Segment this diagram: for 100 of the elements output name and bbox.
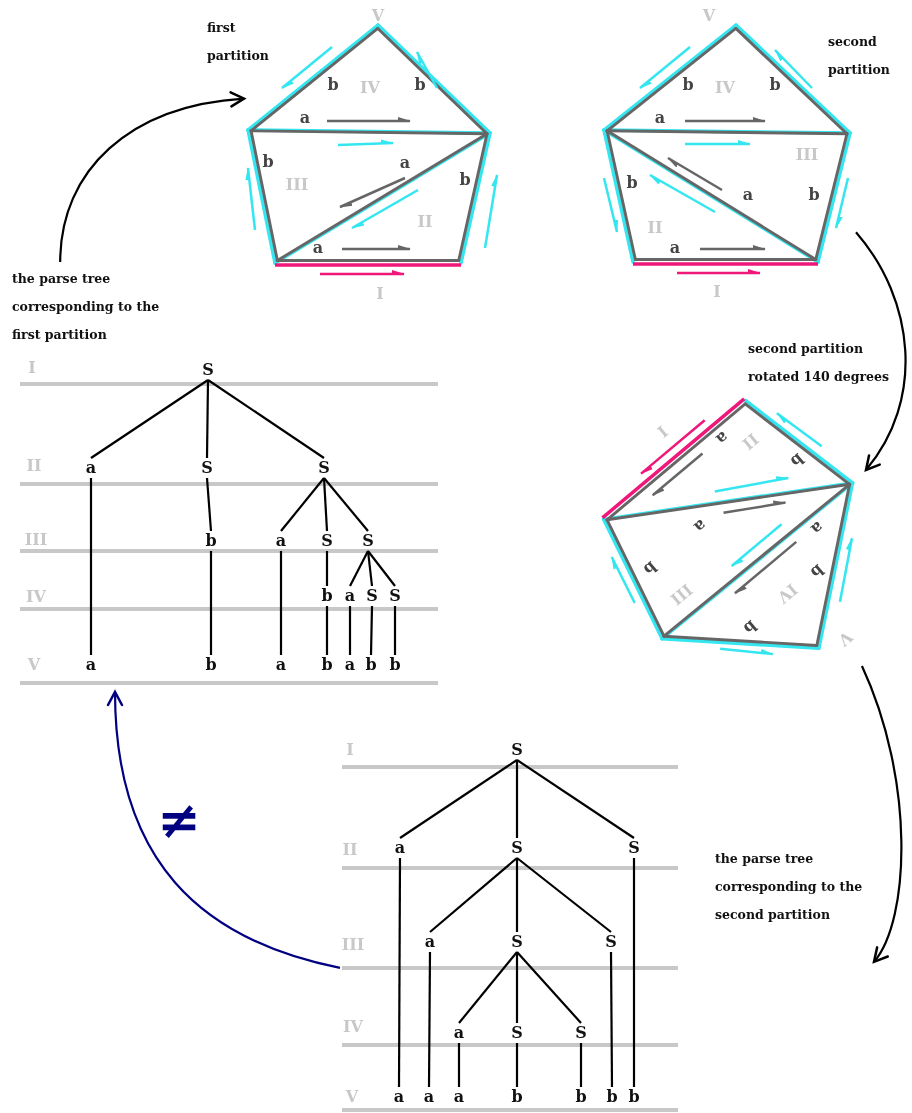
tree-branch-line bbox=[399, 759, 518, 839]
side-letter: b bbox=[682, 76, 694, 94]
side-letter: b bbox=[769, 76, 781, 94]
tree-symbol: S bbox=[389, 587, 401, 605]
side-letter: b bbox=[740, 616, 761, 638]
tree-branch-line bbox=[205, 380, 210, 458]
tree-branch-line bbox=[209, 551, 213, 655]
caption-text: second partition rotated 140 degrees bbox=[748, 340, 891, 386]
tree-branch-line bbox=[516, 857, 612, 933]
tree-symbol: b bbox=[205, 656, 217, 674]
caption-text: first partition bbox=[207, 19, 270, 65]
side-letter: a bbox=[742, 186, 754, 204]
tree-branch-line bbox=[348, 606, 352, 655]
tree-branch-line bbox=[325, 551, 329, 586]
tree-branch-line bbox=[369, 605, 374, 656]
tree-branch-line bbox=[90, 379, 209, 459]
side-letter: a bbox=[312, 239, 324, 257]
side-letter: b bbox=[414, 76, 426, 94]
tree-symbol: b bbox=[575, 1088, 587, 1106]
tree-branch-line bbox=[515, 952, 519, 1023]
side-letter: a bbox=[807, 517, 828, 539]
tree-symbol: S bbox=[201, 459, 213, 477]
tree-branch-line bbox=[427, 952, 432, 1087]
tree-symbol: S bbox=[366, 587, 378, 605]
tree-symbol: S bbox=[362, 532, 374, 550]
tree-symbol: S bbox=[318, 459, 330, 477]
tree-symbol: a bbox=[275, 532, 287, 550]
tree-symbol: b bbox=[389, 656, 401, 674]
side-letter: b bbox=[786, 449, 808, 471]
tree-branch-line bbox=[515, 760, 519, 838]
side-letter: a bbox=[654, 109, 666, 127]
tree-symbol: S bbox=[511, 933, 523, 951]
tree-symbol: a bbox=[393, 1088, 405, 1106]
curved-arrow bbox=[107, 690, 341, 969]
tree-branch-line bbox=[516, 951, 582, 1024]
side-letter: a bbox=[690, 515, 711, 536]
tree-branch-line bbox=[205, 477, 213, 532]
tree-symbol: b bbox=[205, 532, 217, 550]
tree-symbol: b bbox=[511, 1088, 523, 1106]
tree-branch-line bbox=[323, 477, 369, 532]
tree-branch-line bbox=[367, 550, 396, 587]
tree-symbol: b bbox=[628, 1088, 640, 1106]
tree-branch-line bbox=[349, 550, 369, 587]
tree-branch-line bbox=[393, 606, 397, 655]
tree-symbol: a bbox=[453, 1088, 465, 1106]
side-letter: a bbox=[669, 239, 681, 257]
side-letter: b bbox=[808, 186, 820, 204]
tree-symbol: S bbox=[628, 839, 640, 857]
tree-branch-line bbox=[515, 858, 519, 932]
side-letter: b bbox=[327, 76, 339, 94]
tree-branch-line bbox=[207, 379, 325, 459]
tree-symbol: S bbox=[605, 933, 617, 951]
side-letter: b bbox=[639, 557, 660, 579]
tree-symbol: a bbox=[453, 1024, 465, 1042]
tree-symbol: S bbox=[321, 532, 333, 550]
tree-branch-line bbox=[322, 477, 329, 532]
side-letter: b bbox=[807, 560, 828, 582]
tree-symbol: a bbox=[424, 933, 436, 951]
caption-text: the parse tree corresponding to the first partition bbox=[12, 270, 161, 344]
side-letter: a bbox=[712, 427, 732, 449]
tree-branch-line bbox=[89, 478, 93, 655]
tree-symbol: S bbox=[511, 839, 523, 857]
tree-branch-line bbox=[609, 952, 614, 1087]
tree-symbol: S bbox=[575, 1024, 587, 1042]
tree-branch-line bbox=[579, 1043, 583, 1087]
tree-branch-line bbox=[280, 477, 325, 532]
tree-branch-line bbox=[325, 606, 329, 655]
tree-symbol: a bbox=[394, 839, 406, 857]
caption-text: the parse tree corresponding to the second partition bbox=[715, 850, 864, 924]
side-letter: b bbox=[262, 153, 274, 171]
caption-text: second partition bbox=[828, 33, 891, 79]
curved-arrow bbox=[59, 91, 246, 263]
tree-symbol: a bbox=[344, 656, 356, 674]
tree-symbol: a bbox=[85, 656, 97, 674]
tree-branch-line bbox=[279, 551, 283, 655]
tree-symbol: S bbox=[511, 741, 523, 759]
curved-arrow bbox=[860, 665, 903, 964]
tree-branch-line bbox=[366, 550, 374, 587]
tree-symbol: S bbox=[511, 1024, 523, 1042]
tree-symbol: a bbox=[275, 656, 287, 674]
tree-symbol: a bbox=[423, 1088, 435, 1106]
tree-symbol: a bbox=[85, 459, 97, 477]
tree-branch-line bbox=[397, 858, 402, 1087]
side-letter: a bbox=[399, 154, 411, 172]
side-letter: a bbox=[299, 109, 311, 127]
tree-symbol: S bbox=[202, 361, 214, 379]
tree-branch-line bbox=[458, 951, 518, 1024]
tree-symbol: b bbox=[365, 656, 377, 674]
tree-branch-line bbox=[516, 759, 635, 839]
tree-branch-line bbox=[457, 1043, 461, 1087]
tree-symbol: b bbox=[321, 656, 333, 674]
side-letter: b bbox=[459, 171, 471, 189]
tree-branch-line bbox=[429, 857, 518, 933]
side-letter: b bbox=[626, 174, 638, 192]
tree-branch-line bbox=[515, 1043, 519, 1087]
tree-symbol: b bbox=[606, 1088, 618, 1106]
tree-branch-line bbox=[632, 858, 636, 1087]
curved-arrow bbox=[855, 231, 907, 472]
tree-symbol: a bbox=[344, 587, 356, 605]
tree-symbol: b bbox=[321, 587, 333, 605]
